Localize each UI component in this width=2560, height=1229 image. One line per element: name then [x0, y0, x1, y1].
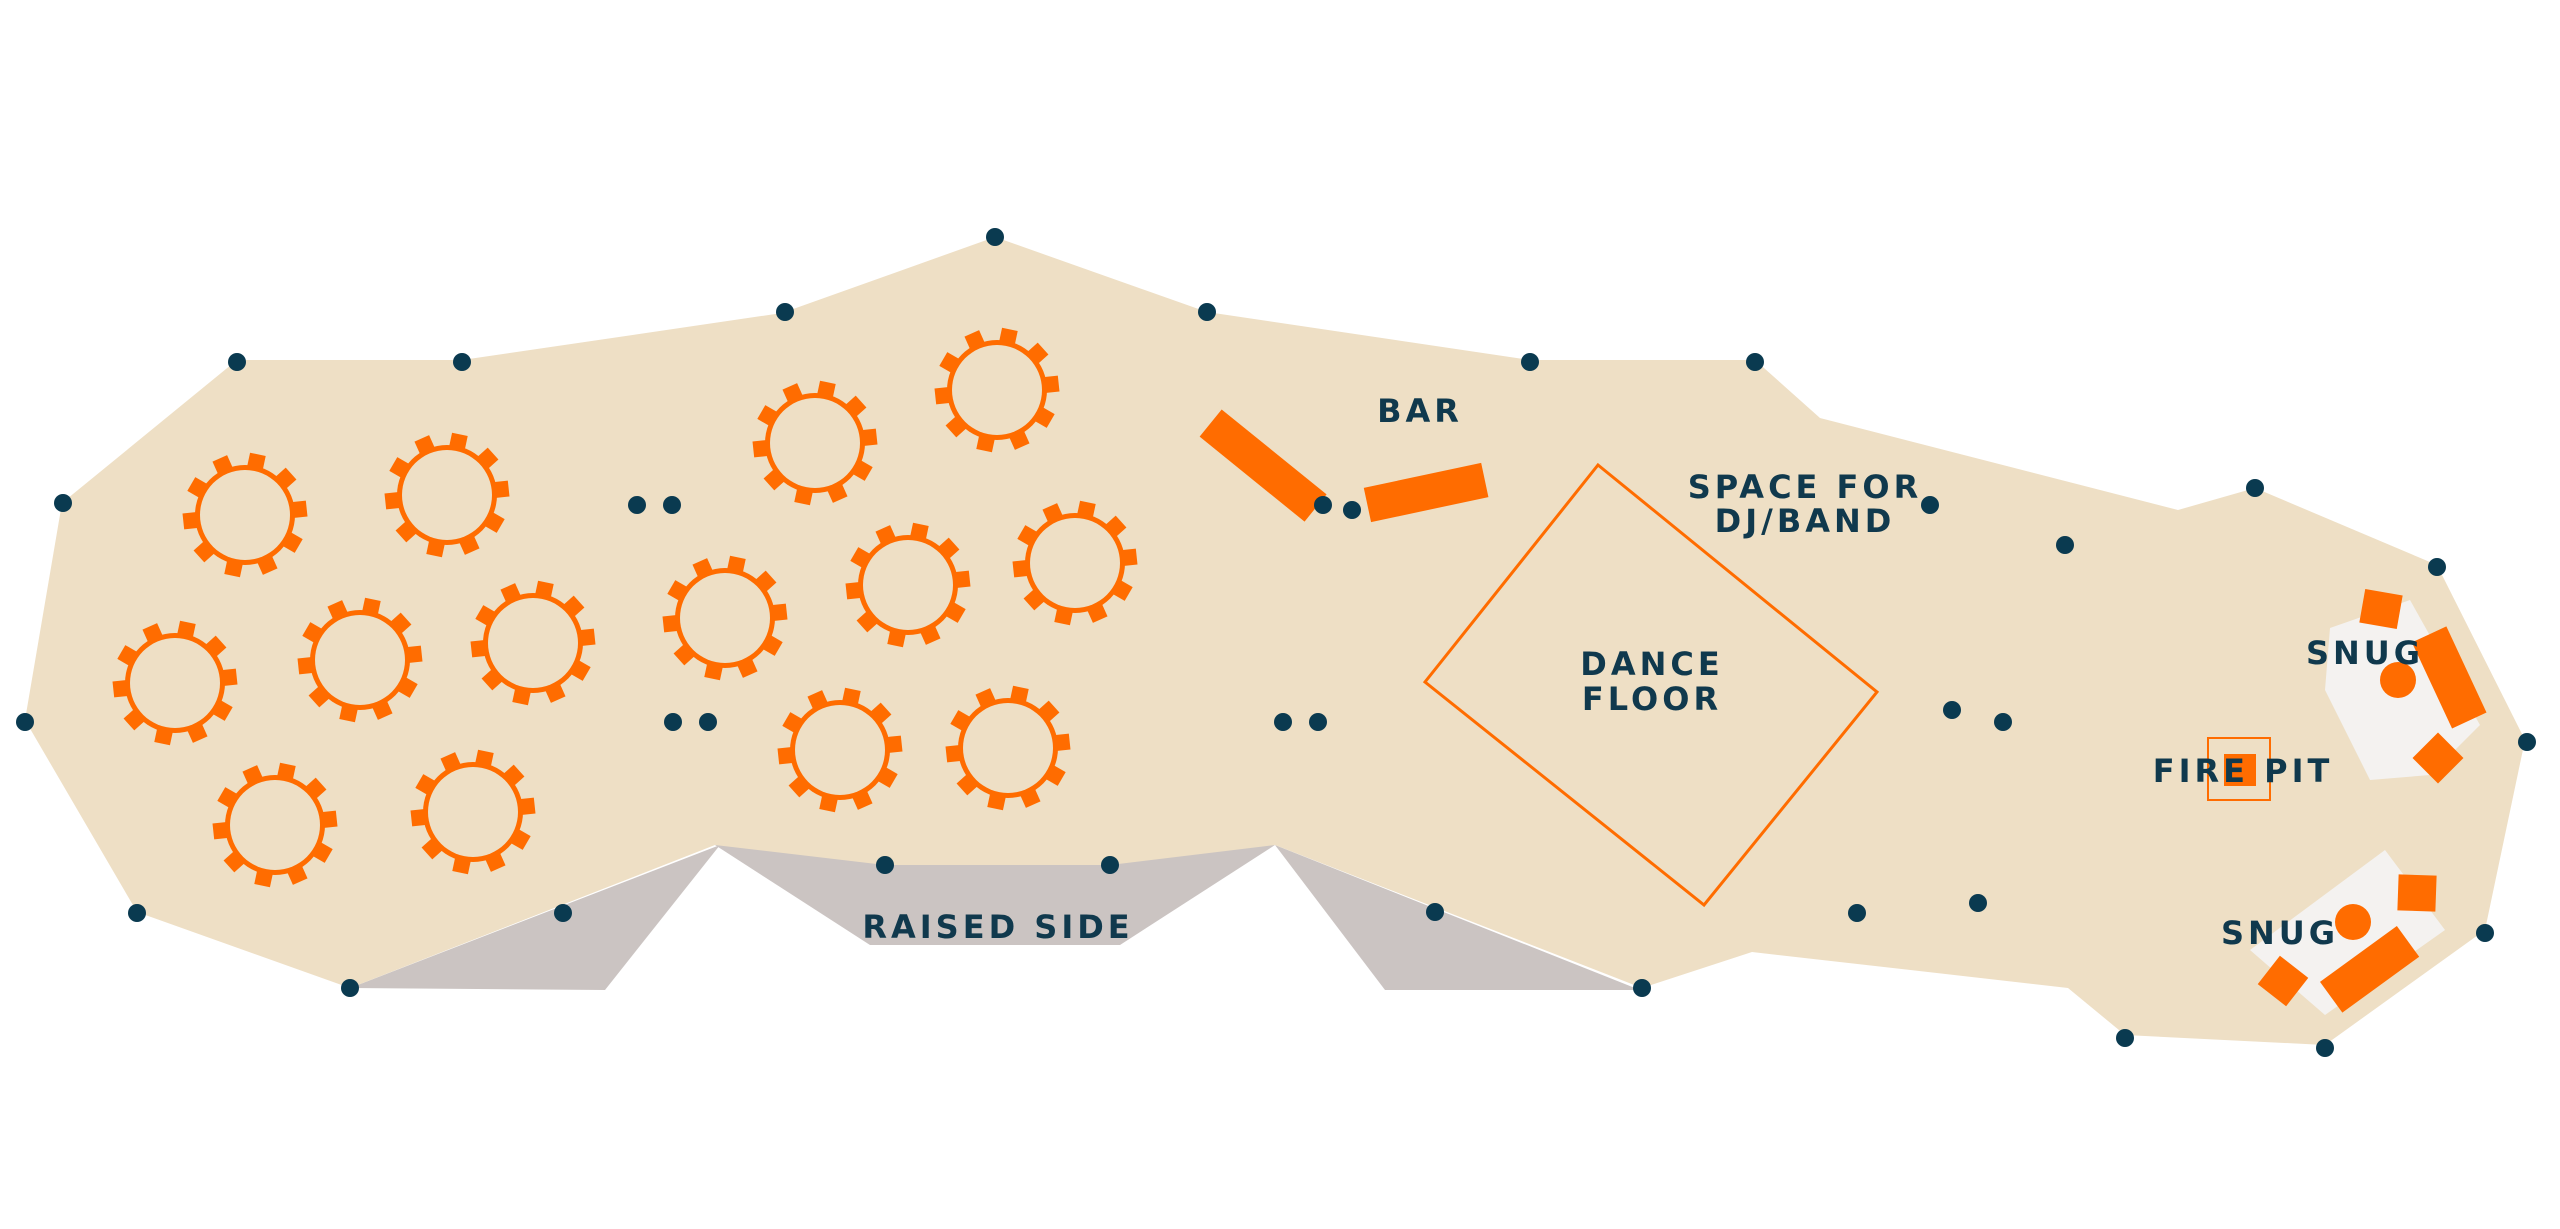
support-post	[876, 856, 894, 874]
snug-bottom-sofa	[2319, 926, 2420, 1013]
round-table	[845, 522, 971, 648]
table-surface	[795, 705, 885, 795]
support-post	[663, 496, 681, 514]
table-surface	[428, 767, 518, 857]
dance-floor-outline	[1422, 462, 1880, 908]
table-surface	[402, 450, 492, 540]
fire-pit-border	[2207, 737, 2271, 801]
table-surface	[488, 598, 578, 688]
support-post	[1921, 496, 1939, 514]
round-table	[470, 580, 596, 706]
dance-floor-label-line1: DANCE	[1580, 645, 1723, 683]
support-post	[2246, 479, 2264, 497]
support-post	[1969, 894, 1987, 912]
table-surface	[315, 615, 405, 705]
support-post	[128, 904, 146, 922]
table-surface	[200, 470, 290, 560]
area-labels: BAR SPACE FOR DJ/BAND DANCE FLOOR SNUG F…	[862, 392, 2424, 952]
bar-label: BAR	[1377, 392, 1463, 430]
fire-pit-label: FIRE PIT	[2153, 752, 2334, 790]
table-surface	[1030, 518, 1120, 608]
dj-space-label-line1: SPACE FOR	[1688, 468, 1923, 506]
snug-bottom-table	[2335, 904, 2371, 940]
table-surface	[130, 638, 220, 728]
round-tables	[112, 327, 1138, 888]
support-posts	[16, 228, 2536, 1057]
dj-space-label-line2: DJ/BAND	[1715, 502, 1896, 540]
bar-counters	[1199, 409, 1489, 523]
support-post	[54, 494, 72, 512]
snug-bottom-label: SNUG	[2221, 914, 2339, 952]
snug-top-sofa	[2411, 626, 2487, 729]
support-post	[2116, 1029, 2134, 1047]
support-post	[628, 496, 646, 514]
dance-floor-label-line2: FLOOR	[1582, 680, 1722, 718]
round-table	[662, 555, 788, 681]
snug-bottom-seat	[2257, 955, 2309, 1007]
support-post	[1521, 353, 1539, 371]
support-post	[1994, 713, 2012, 731]
raised-wedge-left	[350, 845, 720, 990]
snug-top-label: SNUG	[2306, 634, 2424, 672]
support-post	[664, 713, 682, 731]
raised-wedge-right	[1275, 845, 1640, 990]
support-post	[1848, 904, 1866, 922]
table-surface	[680, 573, 770, 663]
support-post	[2056, 536, 2074, 554]
raised-wedge-center	[715, 845, 1275, 945]
support-post	[554, 904, 572, 922]
support-post	[1343, 501, 1361, 519]
support-post	[1426, 903, 1444, 921]
snug-bottom-furniture	[2257, 874, 2437, 1013]
support-post	[1198, 303, 1216, 321]
table-surface	[770, 398, 860, 488]
support-post	[2476, 924, 2494, 942]
support-post	[699, 713, 717, 731]
round-table	[945, 685, 1071, 811]
support-post	[1274, 713, 1292, 731]
fire-pit	[2207, 737, 2271, 801]
snug-top-furniture	[2359, 588, 2487, 784]
fire-pit-center	[2224, 754, 2256, 786]
support-post	[2428, 558, 2446, 576]
support-post	[776, 303, 794, 321]
support-post	[1943, 701, 1961, 719]
support-post	[986, 228, 1004, 246]
support-post	[2316, 1039, 2334, 1057]
round-table	[384, 432, 510, 558]
round-table	[934, 327, 1060, 453]
table-surface	[230, 780, 320, 870]
support-post	[1101, 856, 1119, 874]
table-surface	[963, 703, 1053, 793]
round-table	[182, 452, 308, 578]
table-surface	[952, 345, 1042, 435]
round-table	[1012, 500, 1138, 626]
snug-top-chair	[2359, 588, 2403, 630]
support-post	[2518, 733, 2536, 751]
support-post	[228, 353, 246, 371]
round-table	[112, 620, 238, 746]
round-table	[297, 597, 423, 723]
bar-counter-left	[1199, 409, 1327, 522]
round-table	[410, 749, 536, 875]
snug-top-table	[2380, 662, 2416, 698]
round-table	[752, 380, 878, 506]
table-surface	[863, 540, 953, 630]
support-post	[341, 979, 359, 997]
support-post	[16, 713, 34, 731]
bar-counter-right	[1363, 462, 1489, 523]
support-post	[1746, 353, 1764, 371]
raised-side-area	[350, 845, 1640, 990]
venue-floor	[25, 237, 2525, 1045]
round-table	[777, 687, 903, 813]
snug-bottom-chair	[2397, 874, 2437, 912]
round-table	[212, 762, 338, 888]
support-post	[1309, 713, 1327, 731]
support-post	[1633, 979, 1651, 997]
support-post	[453, 353, 471, 371]
support-post	[1314, 496, 1332, 514]
raised-side-label: RAISED SIDE	[862, 908, 1133, 946]
